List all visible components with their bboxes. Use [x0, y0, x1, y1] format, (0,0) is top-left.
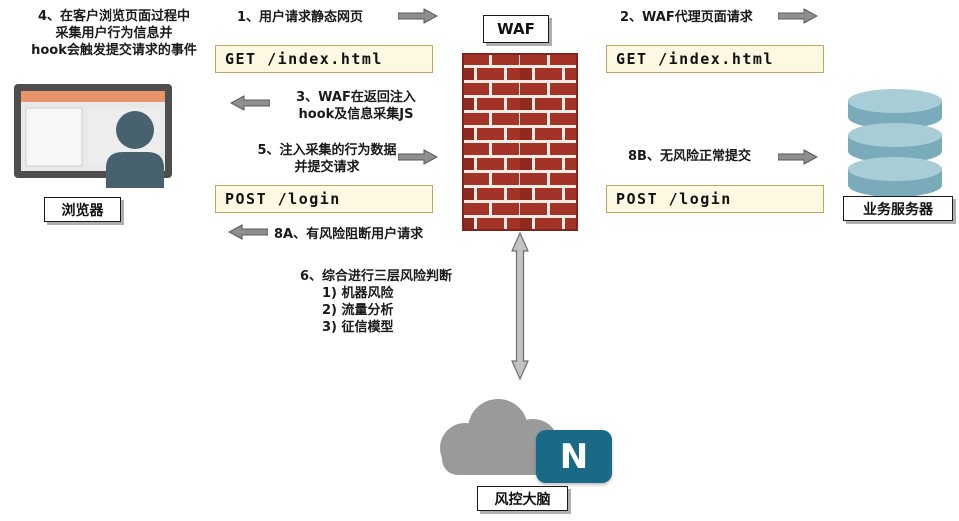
risk-brain-label: 风控大脑: [477, 486, 568, 511]
step8b-label: 8B、无风险正常提交: [628, 149, 751, 164]
step5-label: 5、注入采集的行为数据 并提交请求: [257, 143, 397, 175]
browser-label-text: 浏览器: [61, 202, 104, 219]
post-request-box-left: POST /login: [215, 185, 433, 213]
step8a-label: 8A、有风险阻断用户请求: [274, 227, 424, 242]
note-line-2: 采集用户行为信息并: [55, 26, 173, 41]
step2-label: 2、WAF代理页面请求: [620, 10, 753, 25]
arrow-right-icon: [397, 149, 439, 165]
browser-monitor-icon: [14, 84, 186, 188]
nsfocus-logo-icon: N: [536, 430, 612, 483]
client-hook-note: 4、在客户浏览页面过程中 采集用户行为信息并 hook会触发提交请求的事件: [8, 8, 220, 59]
post-request-box-right: POST /login: [606, 185, 824, 213]
arrow-left-icon: [227, 224, 269, 240]
database-icon: [845, 86, 945, 200]
firewall-brick-icon: [462, 53, 578, 231]
arrow-left-icon: [229, 95, 271, 111]
cloud-icon: [430, 393, 575, 481]
step1-label: 1、用户请求静态网页: [237, 10, 364, 25]
browser-label: 浏览器: [44, 197, 121, 222]
note-line-3: hook会触发提交请求的事件: [31, 43, 197, 58]
arrow-right-icon: [397, 8, 439, 24]
risk-judgement-note: 6、综合进行三层风险判断 1) 机器风险 2) 流量分析 3) 征信模型: [300, 269, 453, 335]
arrow-right-icon: [777, 149, 819, 165]
waf-label: WAF: [483, 15, 549, 43]
note-line-1: 4、在客户浏览页面过程中: [37, 9, 191, 24]
arrow-right-icon: [777, 8, 819, 24]
get-request-box-left: GET /index.html: [215, 45, 433, 73]
server-label: 业务服务器: [843, 196, 953, 221]
arrow-vertical-double-icon: [510, 231, 530, 381]
person-silhouette: [106, 111, 164, 188]
get-request-box-right: GET /index.html: [606, 45, 824, 73]
step3-label: 3、WAF在返回注入 hook及信息采集JS: [296, 90, 416, 122]
